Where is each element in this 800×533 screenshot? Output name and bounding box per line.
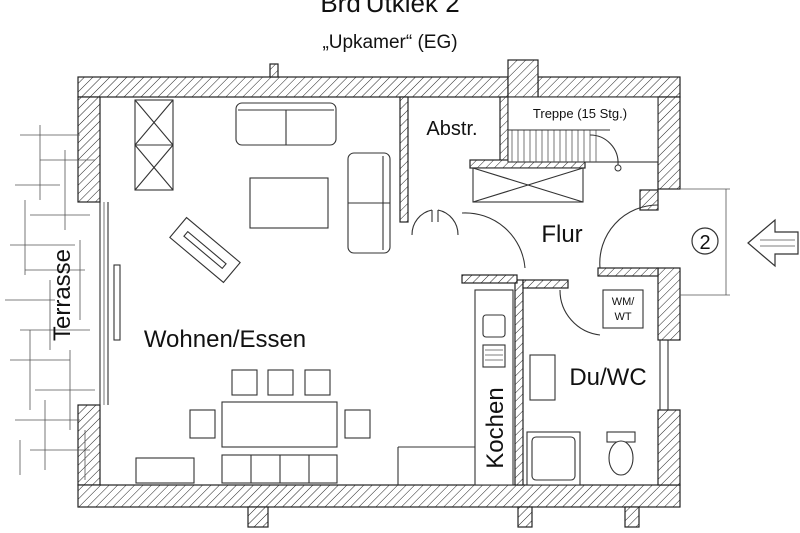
entrance-arrow-icon	[747, 218, 799, 268]
room-label-kochen: Kochen	[482, 387, 509, 468]
low-cabinet	[135, 457, 195, 484]
sofa-right	[347, 152, 391, 254]
wardrobe	[134, 99, 174, 191]
wm-label-line1: WM/	[612, 296, 636, 308]
interior-walls	[399, 96, 659, 486]
coffee-table	[249, 177, 329, 229]
storage-box	[472, 167, 584, 203]
room-label-flur: Flur	[541, 221, 582, 248]
dining-set	[189, 369, 371, 484]
tv-sideboard	[169, 216, 241, 284]
plan-subtitle: „Upkamer“ (EG)	[322, 32, 457, 53]
room-label-wohnen: Wohnen/Essen	[144, 326, 306, 353]
bathroom-fixtures	[526, 289, 644, 486]
entrance-marker	[680, 188, 730, 296]
plan-title: Brd'Utkiek 2	[320, 0, 459, 18]
terrace-window	[99, 202, 121, 405]
kitchen-counter	[474, 289, 514, 486]
room-label-duwc: Du/WC	[569, 364, 646, 391]
right-window	[659, 340, 669, 410]
wm-label-line2: WT	[614, 311, 631, 323]
staircase	[507, 96, 659, 172]
exterior-walls	[77, 59, 681, 528]
entrance-number: 2	[699, 232, 710, 254]
terrace-paving	[5, 125, 95, 480]
room-label-abstr: Abstr.	[426, 118, 477, 140]
sofa-top	[235, 102, 337, 146]
terrace-label: Terrasse	[49, 249, 76, 341]
stair-label: Treppe (15 Stg.)	[533, 106, 627, 121]
doors	[411, 204, 659, 336]
